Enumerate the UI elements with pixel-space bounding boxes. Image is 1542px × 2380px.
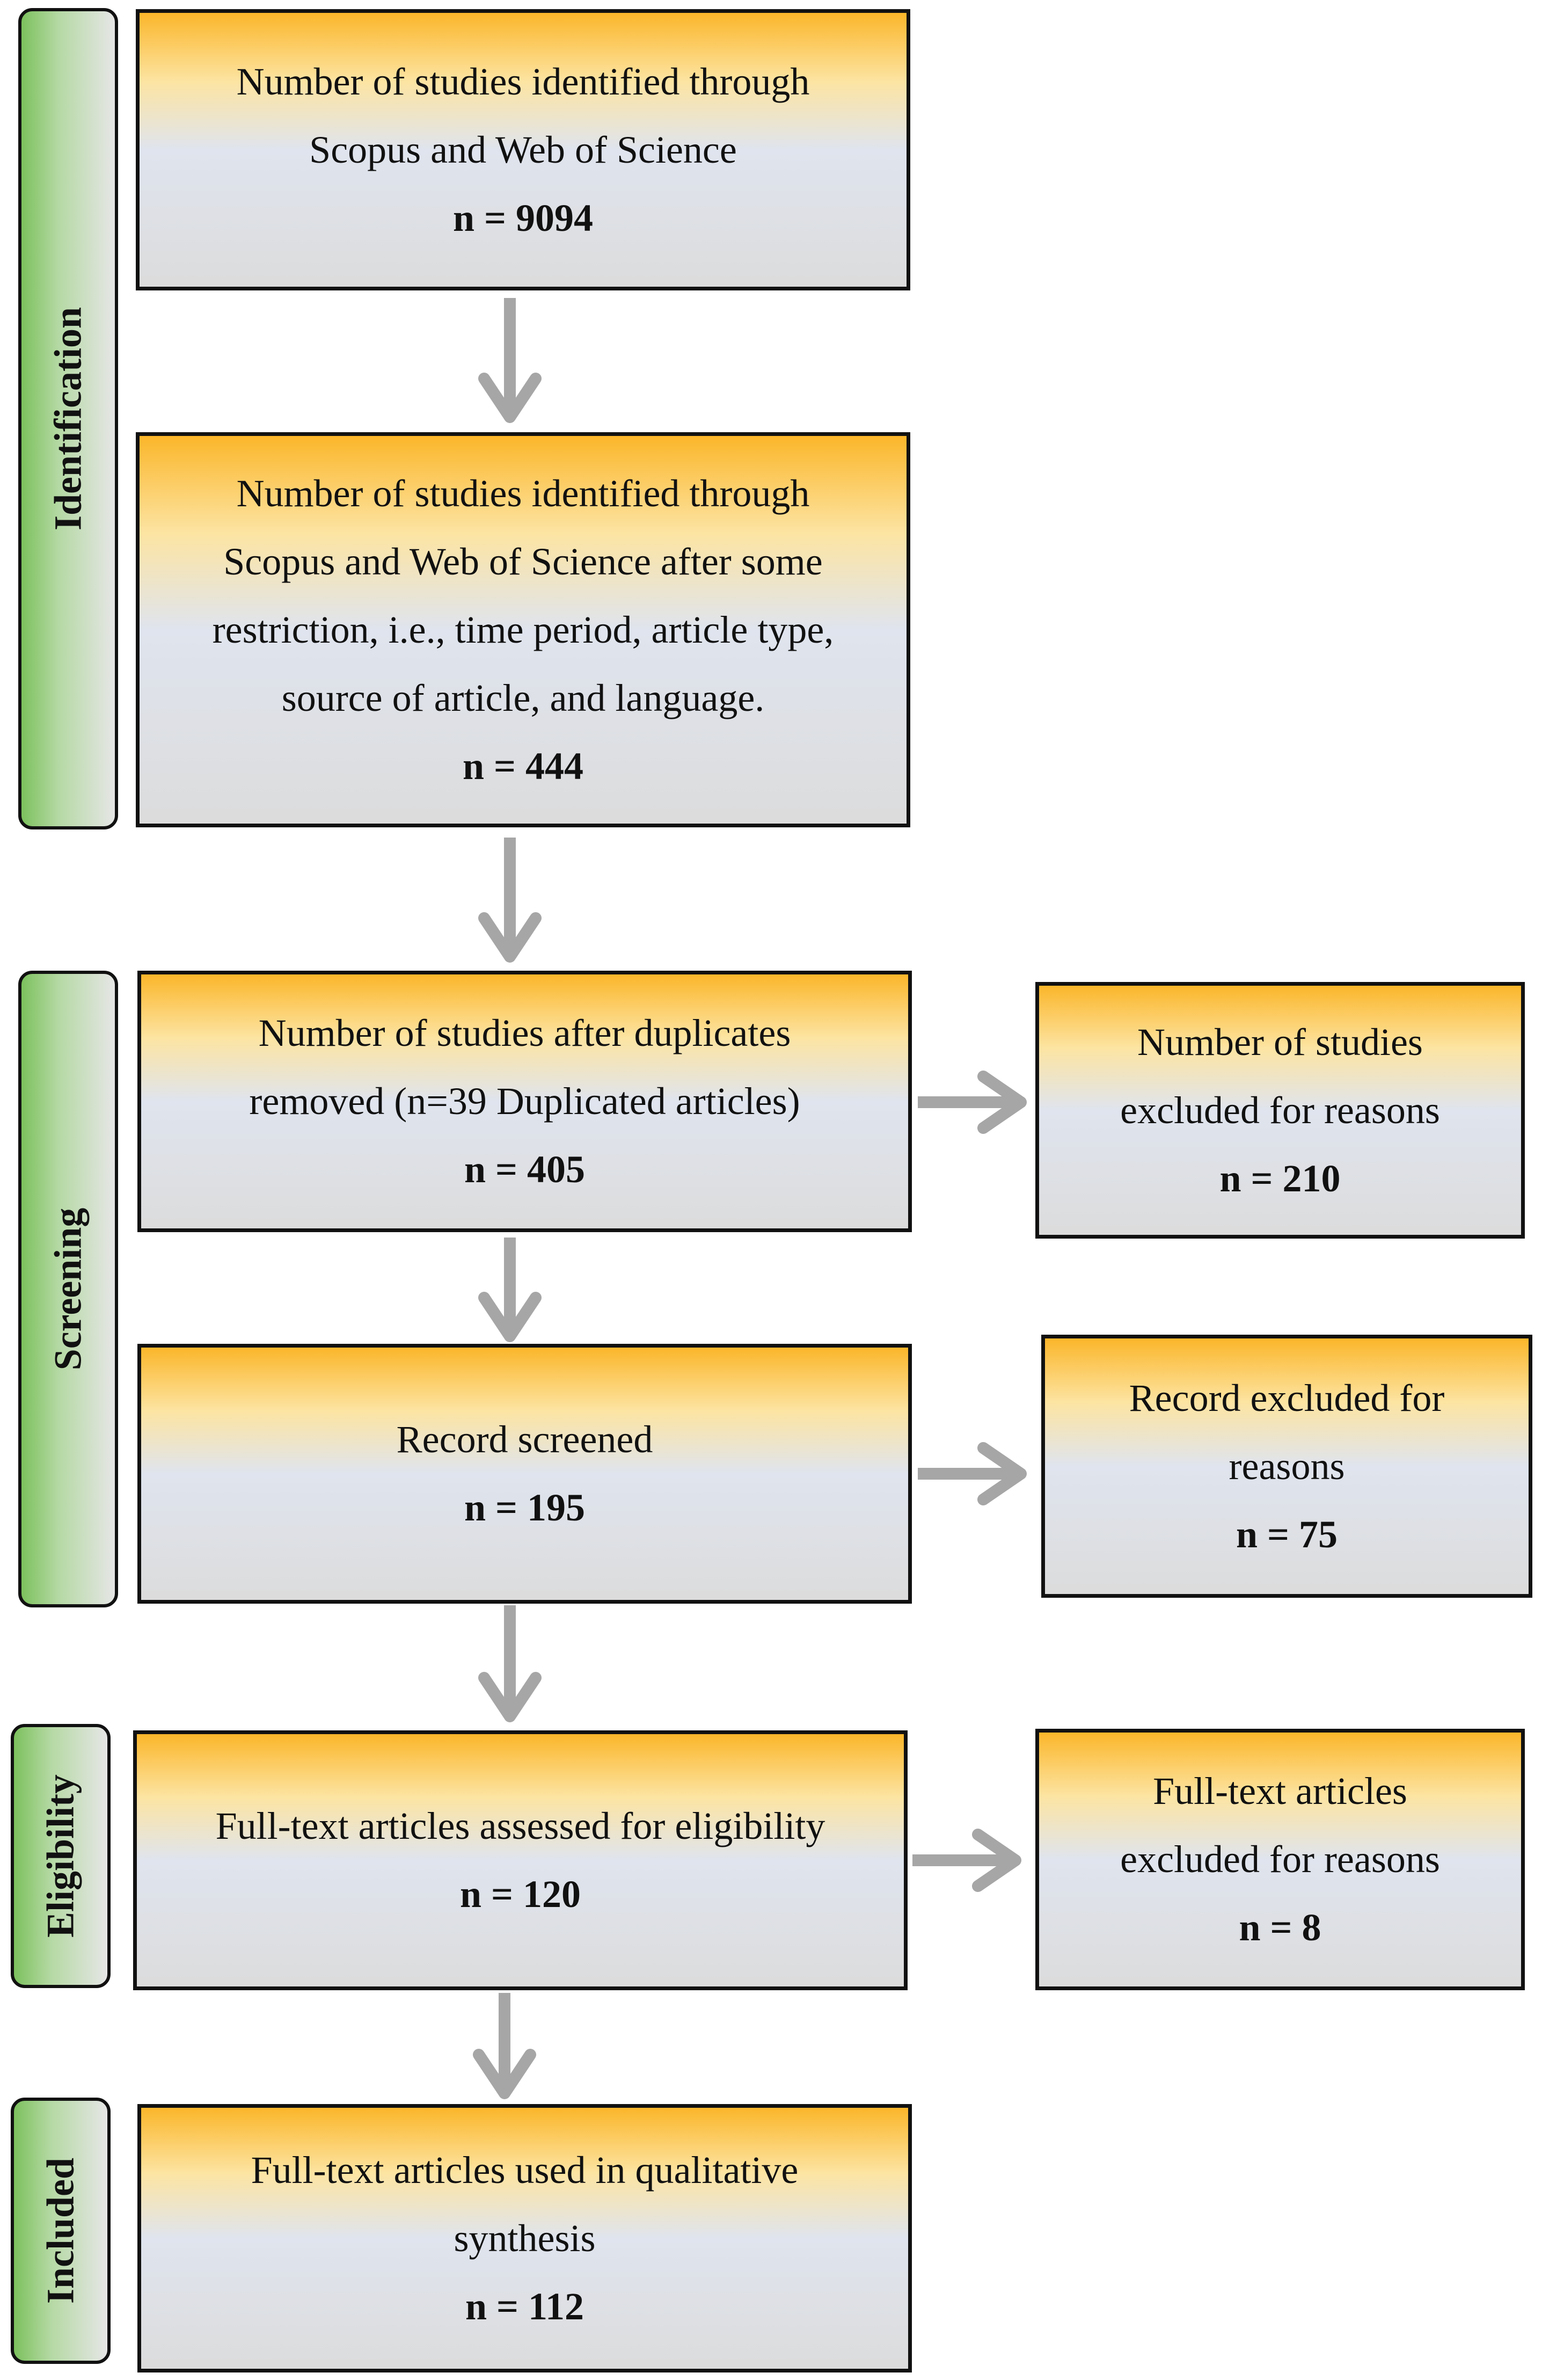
box-count: n = 444 [462, 744, 584, 788]
box-text-line: Full-text articles used in qualitative [251, 2148, 799, 2192]
arrow-down-icon [473, 1993, 536, 2099]
arrow-right-icon [912, 1829, 1021, 1892]
box-text-line: removed (n=39 Duplicated articles) [249, 1080, 800, 1123]
box-text-line: Number of studies [1137, 1020, 1423, 1064]
stage-label: Eligibility [39, 1774, 82, 1938]
arrow-right-icon [918, 1071, 1027, 1134]
box-text-line: Number of studies identified through [236, 471, 810, 515]
box-text-line: Record excluded for [1129, 1376, 1445, 1420]
arrow-down-icon [478, 298, 542, 423]
box-count: n = 8 [1239, 1906, 1321, 1949]
box-record-screened: Record screened n = 195 [137, 1344, 912, 1604]
stage-identification: Identification [18, 8, 118, 829]
box-count: n = 405 [464, 1148, 586, 1191]
box-included: Full-text articles used in qualitative s… [137, 2104, 912, 2372]
box-text-line: excluded for reasons [1120, 1088, 1440, 1132]
box-text-line: restriction, i.e., time period, article … [212, 608, 834, 651]
box-excluded-studies: Number of studies excluded for reasons n… [1035, 982, 1525, 1239]
box-count: n = 9094 [452, 196, 594, 239]
box-count: n = 112 [465, 2284, 584, 2328]
box-after-duplicates: Number of studies after duplicates remov… [137, 971, 912, 1232]
box-text-line: Number of studies after duplicates [258, 1011, 791, 1054]
box-count: n = 120 [459, 1873, 581, 1916]
box-text-line: Scopus and Web of Science [309, 128, 737, 171]
box-full-text-assessed: Full-text articles assessed for eligibil… [133, 1730, 908, 1990]
stage-included: Included [11, 2098, 111, 2364]
box-text-line: Number of studies identified through [236, 60, 810, 103]
box-text-line: synthesis [454, 2216, 596, 2260]
arrow-down-icon [478, 1605, 542, 1722]
box-excluded-records: Record excluded for reasons n = 75 [1041, 1335, 1532, 1598]
stage-label: Screening [46, 1207, 90, 1371]
box-text-line: Scopus and Web of Science after some [223, 540, 823, 583]
box-text-line: source of article, and language. [281, 676, 765, 719]
box-after-restriction: Number of studies identified through Sco… [136, 432, 910, 827]
stage-eligibility: Eligibility [11, 1724, 111, 1988]
box-text-line: reasons [1229, 1444, 1345, 1488]
box-text-line: Full-text articles assessed for eligibil… [215, 1804, 825, 1847]
box-identified: Number of studies identified through Sco… [136, 9, 910, 290]
box-count: n = 75 [1236, 1512, 1338, 1556]
arrow-down-icon [478, 838, 542, 963]
stage-label: Identification [46, 307, 90, 531]
stage-label: Included [39, 2157, 82, 2304]
box-text-line: Record screened [396, 1418, 653, 1461]
arrow-right-icon [918, 1442, 1027, 1505]
box-text-line: excluded for reasons [1120, 1838, 1440, 1881]
stage-screening: Screening [18, 971, 118, 1607]
box-text-line: Full-text articles [1153, 1770, 1407, 1813]
box-count: n = 195 [464, 1486, 586, 1529]
arrow-down-icon [478, 1238, 542, 1342]
box-count: n = 210 [1219, 1156, 1341, 1200]
box-excluded-full-text: Full-text articles excluded for reasons … [1035, 1729, 1525, 1990]
